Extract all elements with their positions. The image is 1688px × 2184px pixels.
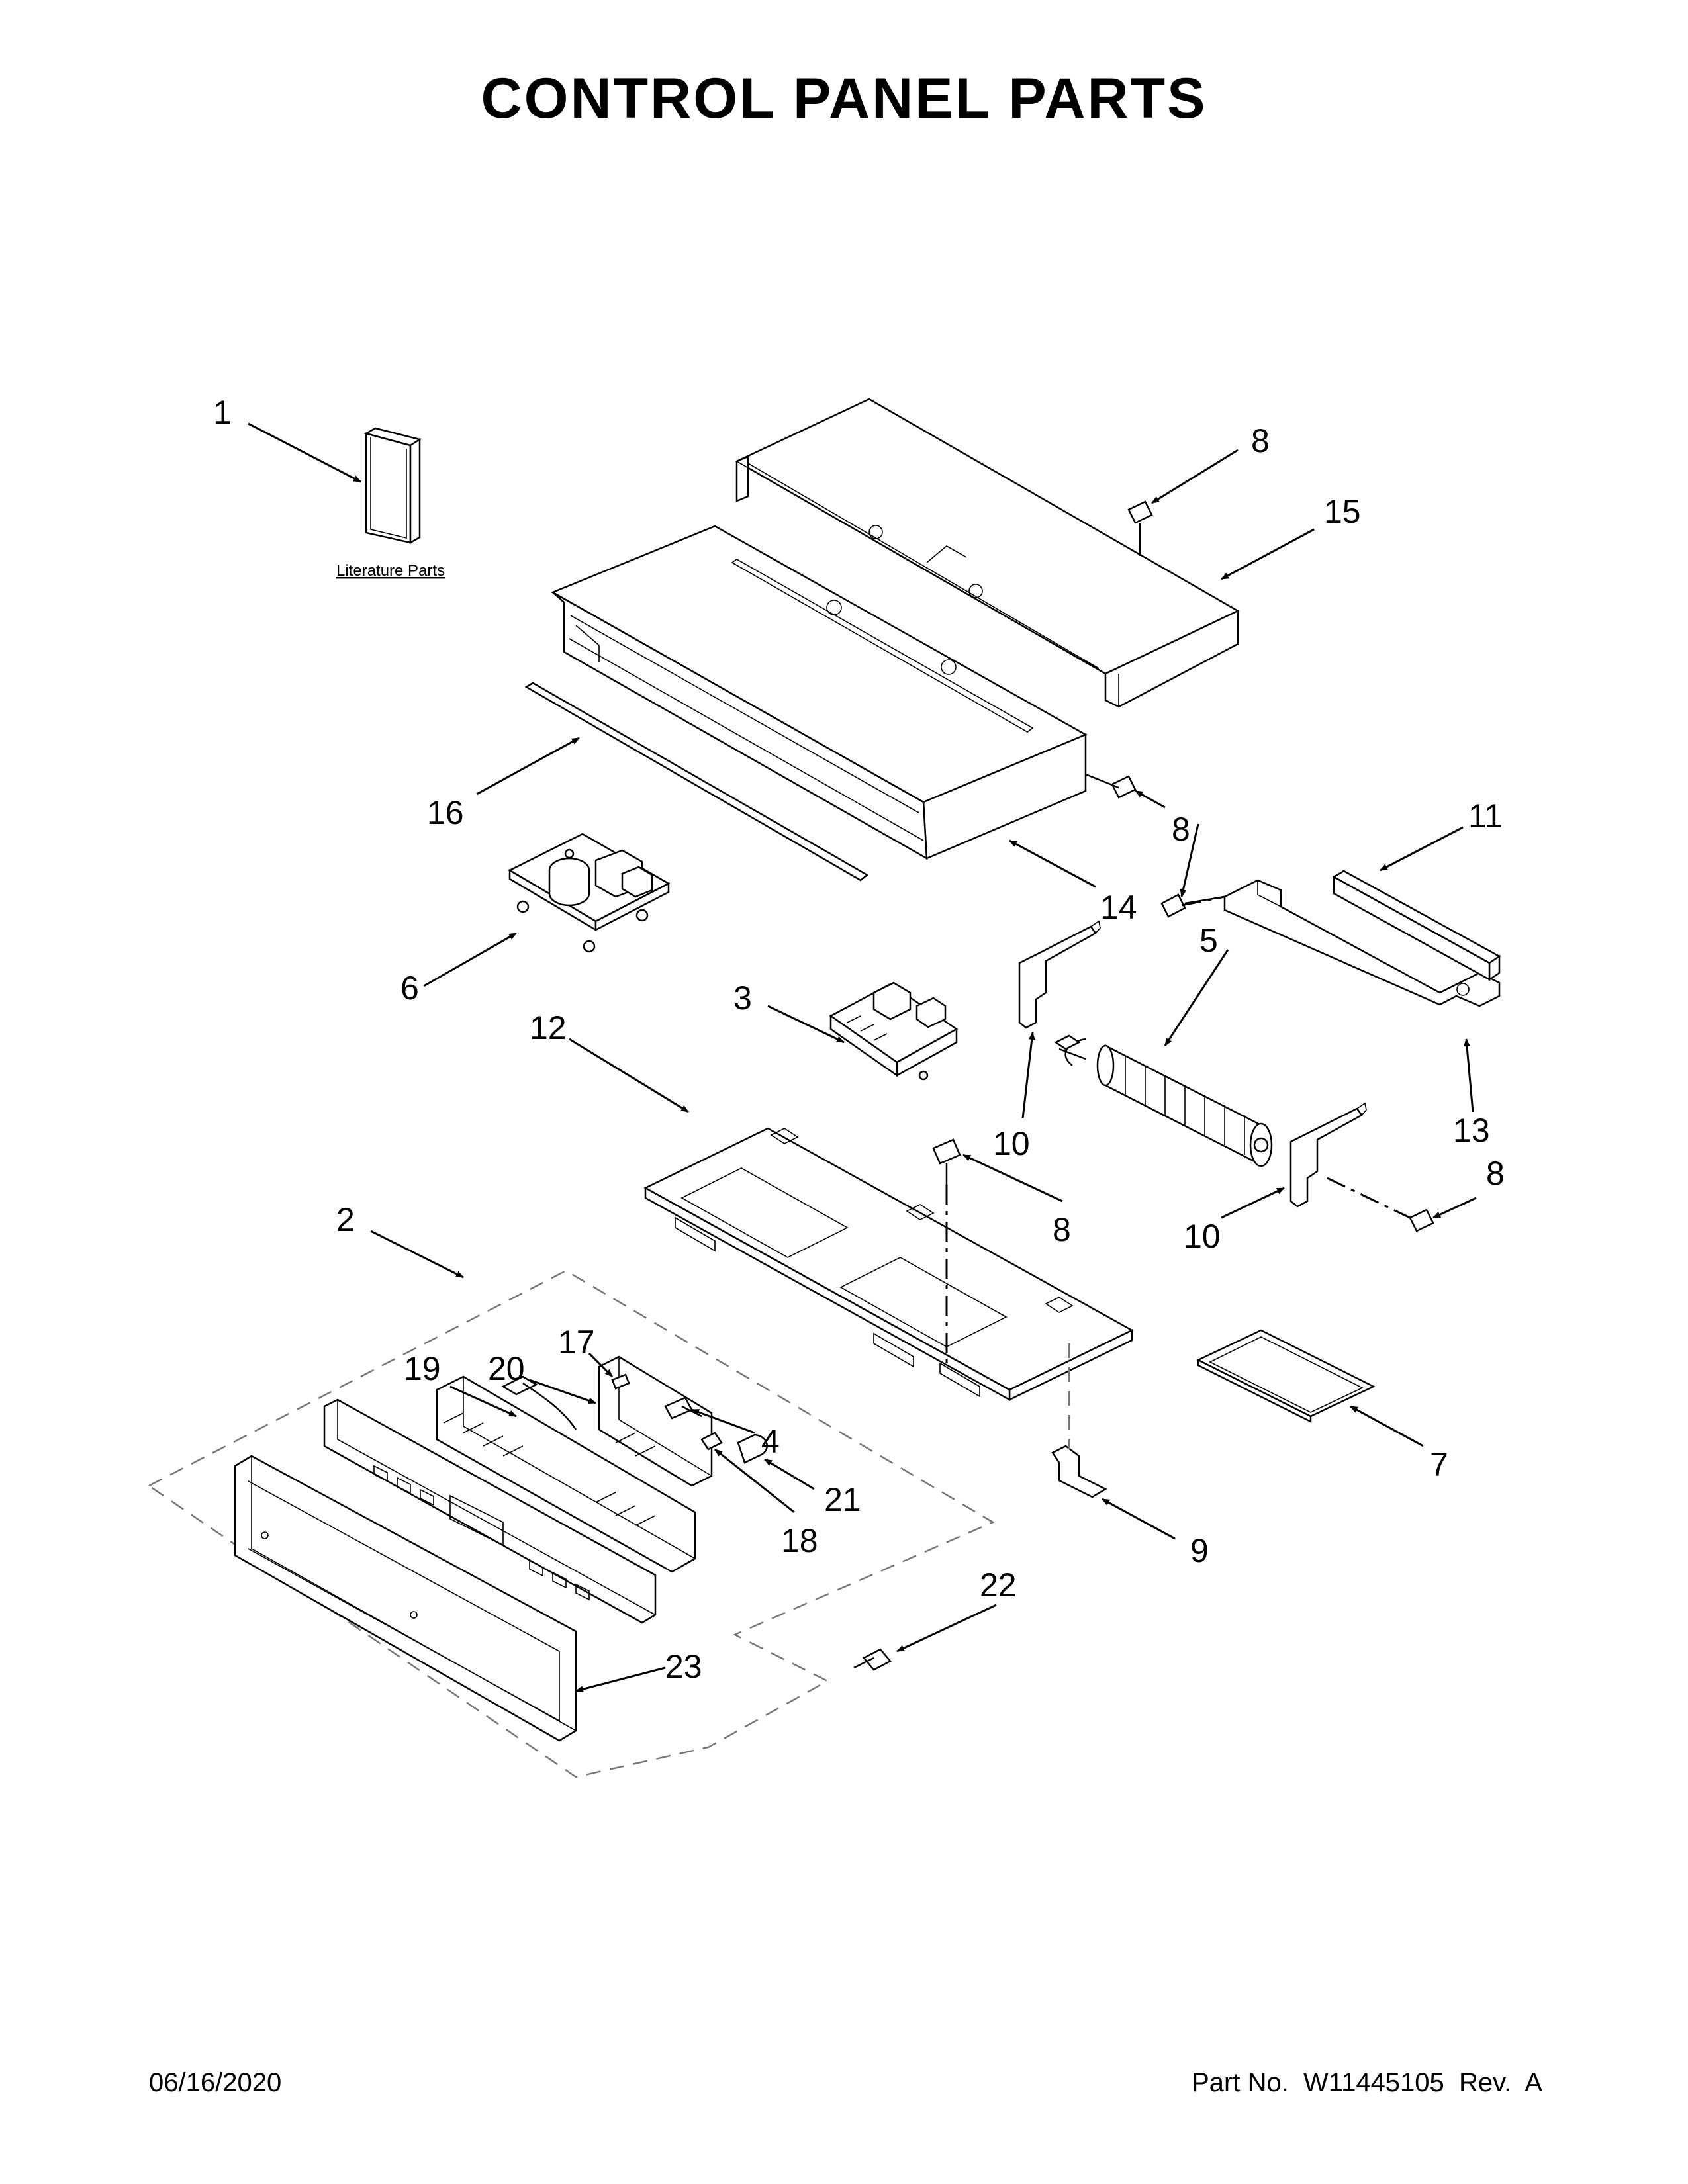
switch-part-18 xyxy=(700,1432,723,1451)
literature-booklet-part-1 xyxy=(363,427,422,545)
fan-bracket-part-10-right xyxy=(1289,1102,1367,1208)
callout-7: 7 xyxy=(1430,1446,1448,1483)
screw-part-8-bracket xyxy=(1160,893,1225,918)
callout-8-base: 8 xyxy=(1053,1211,1071,1248)
callout-5: 5 xyxy=(1199,922,1218,959)
callout-6: 6 xyxy=(400,970,419,1007)
callout-13: 13 xyxy=(1453,1112,1490,1149)
callout-4: 4 xyxy=(761,1423,780,1460)
callout-20: 20 xyxy=(488,1350,525,1387)
leader-arrows xyxy=(248,422,1477,1693)
gasket-strip-part-16 xyxy=(524,682,869,882)
callout-22: 22 xyxy=(980,1567,1017,1604)
callout-21: 21 xyxy=(824,1481,861,1518)
callout-2: 2 xyxy=(336,1201,355,1238)
interface-board-part-4 xyxy=(598,1355,713,1487)
callout-15: 15 xyxy=(1324,493,1361,530)
page-title: CONTROL PANEL PARTS xyxy=(481,67,1207,130)
cover-plate-part-7 xyxy=(1196,1329,1376,1424)
callout-12: 12 xyxy=(530,1009,567,1046)
screw-part-22 xyxy=(853,1648,892,1671)
callout-17: 17 xyxy=(558,1324,595,1361)
screw-part-8-right xyxy=(1409,1208,1434,1232)
callout-9: 9 xyxy=(1190,1532,1209,1569)
fan-mount-bracket-part-13 xyxy=(1223,879,1501,1007)
callout-16: 16 xyxy=(427,794,464,831)
insulation-strip-part-11 xyxy=(1332,870,1501,981)
callout-8-housing: 8 xyxy=(1172,811,1190,848)
footer-date: 06/16/2020 xyxy=(149,2068,282,2097)
upper-cover-part-15 xyxy=(735,398,1240,708)
callout-8-right: 8 xyxy=(1486,1155,1505,1192)
base-plate-part-12 xyxy=(643,1127,1134,1402)
screw-part-8-top xyxy=(1127,500,1153,556)
literature-parts-label: Literature Parts xyxy=(336,562,445,580)
control-panel-assembly-part-2-boundary xyxy=(147,1269,995,1778)
control-panel-face-part-23 xyxy=(234,1455,577,1742)
control-board-part-20 xyxy=(436,1375,696,1573)
fan-bracket-part-10-left xyxy=(1018,920,1101,1029)
callout-18: 18 xyxy=(781,1522,818,1559)
cooling-fan-part-5 xyxy=(1054,1034,1273,1167)
power-board-part-6 xyxy=(508,833,671,953)
callout-8-top: 8 xyxy=(1251,422,1270,459)
screw-part-17 xyxy=(611,1373,630,1390)
callout-3: 3 xyxy=(733,979,752,1017)
callout-19: 19 xyxy=(404,1350,441,1387)
relay-board-part-3 xyxy=(829,981,959,1081)
callout-23: 23 xyxy=(665,1648,702,1685)
clip-part-21 xyxy=(737,1433,768,1464)
screw-part-8-base xyxy=(932,1138,961,1185)
callout-14: 14 xyxy=(1100,889,1137,926)
screw-part-8-housing xyxy=(1085,773,1137,799)
footer-part-number: Part No. W11445105 Rev. A xyxy=(1192,2068,1542,2097)
mounting-clip-part-9 xyxy=(1051,1445,1107,1498)
callout-1: 1 xyxy=(213,394,232,431)
callout-11: 11 xyxy=(1468,797,1503,835)
callout-10-left: 10 xyxy=(993,1125,1030,1162)
touch-panel-part-19 xyxy=(323,1398,657,1624)
callout-10-right: 10 xyxy=(1184,1218,1221,1255)
control-housing-part-14 xyxy=(551,525,1088,860)
